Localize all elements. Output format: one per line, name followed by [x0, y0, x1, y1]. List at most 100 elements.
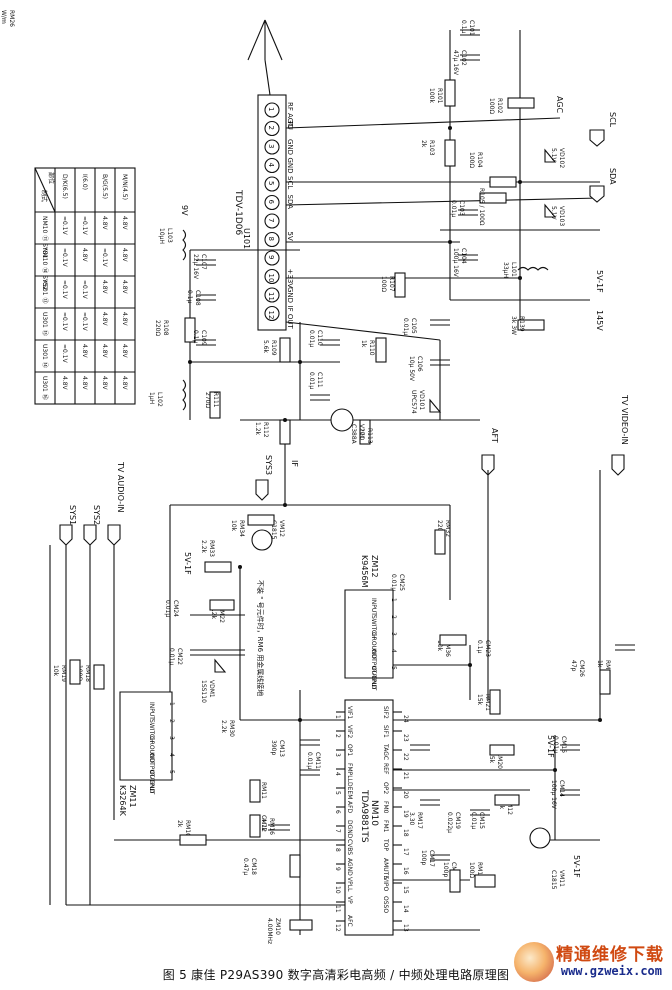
component-value: 0.1μ	[460, 20, 467, 34]
tuner-pin-number: 12	[267, 311, 275, 320]
watermark-url: www.gzweix.com	[560, 964, 662, 978]
table-cell: ≈0.1V	[81, 216, 88, 236]
ic-left-pin-number: 1	[334, 715, 341, 719]
component-ref: RM19	[60, 665, 67, 682]
component-value: 2.2k	[210, 606, 217, 620]
ic-right-pin-number: 24	[402, 715, 409, 723]
ic-right-pin-number: 15	[402, 886, 409, 894]
component-value: 5.1V	[550, 148, 557, 163]
component-ref: C111	[316, 372, 323, 388]
component-ref: R105 / 100Ω	[478, 188, 485, 226]
component-ref: CM11	[314, 752, 321, 769]
component-ref: RM21	[484, 694, 491, 711]
tuner-pin-number: 6	[267, 200, 275, 205]
component-ref: RM17	[416, 812, 423, 829]
tuner-pin-number: 5	[267, 181, 275, 185]
note: 不装 " 号元件时，RM6 用金属线接地	[256, 580, 265, 696]
table-cell: ≈0.1V	[81, 312, 88, 332]
zm11-ref: ZM11	[128, 785, 137, 808]
component-value: 0.01μ	[402, 318, 409, 335]
component-ref: RM14	[476, 862, 483, 879]
zm12-model: K9456M	[360, 555, 369, 588]
tuner-components	[182, 29, 557, 445]
saw-pin-number: 5	[168, 770, 175, 774]
tuner-pin-label: IF OUT	[286, 306, 294, 330]
zm11-model: K3264K	[118, 785, 127, 817]
ic-right-pin-number: 16	[402, 867, 409, 875]
component-value: 2.2k	[200, 540, 207, 554]
signal-agc: AGC	[555, 96, 564, 114]
component-ref: C106	[416, 356, 423, 372]
ic-right-pin-number: 13	[402, 924, 409, 932]
ic-right-pin-label: AMUTE	[382, 858, 389, 879]
table-cell: 4.8V	[81, 344, 88, 359]
component-value: 0.01μ	[308, 372, 315, 389]
ic-left-pin-number: 2	[334, 734, 341, 738]
component-ref: RM10	[184, 820, 191, 837]
component-value: 100p	[420, 850, 427, 865]
tuner-pin-number: 9	[267, 255, 275, 259]
component-value: 10k	[230, 520, 237, 532]
tuner-pin-label: SDA	[286, 195, 294, 210]
table-row-label: B/G(5.5)	[101, 174, 108, 199]
ic-left-pin-label: VP	[346, 896, 353, 904]
antenna	[247, 19, 283, 96]
component-value: 1SS110	[200, 680, 207, 703]
component-value: 15k	[488, 752, 495, 764]
table-cell: ≈0.1V	[61, 280, 68, 300]
signal-145v: 145V	[595, 310, 604, 331]
if-ic-model: TDA9881TS	[359, 789, 369, 843]
saw-pin-number: 4	[168, 753, 175, 757]
component-ref: RM26	[8, 10, 15, 27]
saw-pin-label: SWITCH	[370, 615, 377, 639]
component-value: 1.2k	[254, 422, 261, 436]
component-value: 5.6k	[262, 340, 269, 354]
component-value: 270Ω	[204, 392, 211, 408]
component-value: 390p	[270, 740, 277, 755]
component-ref: C107	[200, 254, 207, 270]
ic-right-pin-label: SIF2	[382, 706, 389, 719]
ic-right-pin-number: 22	[402, 753, 409, 761]
signal-9v: 9V	[180, 205, 189, 216]
tuner-pin-number: 3	[267, 144, 275, 148]
component-ref: RM16	[268, 818, 275, 835]
component-ref: CM14	[558, 780, 565, 797]
ic-left-pin-label: AFD	[346, 801, 353, 814]
ic-right-pin-number: 18	[402, 829, 409, 837]
component-ref: C103	[458, 200, 465, 216]
component-ref: V101	[358, 424, 365, 440]
table-cell: 4.8V	[121, 376, 128, 391]
component-ref: VD102	[558, 148, 565, 168]
component-value: 1k	[360, 340, 367, 348]
tuner-ref: U101	[242, 228, 251, 249]
ic-left-pin-label: FMPLL	[346, 763, 353, 783]
tuner-pin	[264, 102, 280, 118]
tuner-pin	[264, 139, 280, 155]
ic-right-pin-label: OP2	[382, 782, 389, 794]
component-value: 0.01μ	[308, 330, 315, 347]
saw-pin-number: 5	[390, 666, 397, 670]
saw-pin-label: INPUT	[148, 702, 155, 720]
table-column-header: U301 ⑭	[41, 344, 49, 368]
table-column-header: NM10 ⑭ SYS2	[41, 248, 49, 290]
component-ref: CM22	[176, 648, 183, 665]
ic-left-pin-number: 7	[334, 829, 341, 833]
ic-left-pin-label: VIF1	[346, 706, 353, 719]
if-ic-body	[344, 699, 394, 936]
table-cell: 4.8V	[121, 216, 128, 231]
component-ref: RM30	[228, 720, 235, 737]
component-ref: C108	[194, 290, 201, 306]
ic-right-pin-label: TOP	[382, 838, 389, 851]
ic-left-pin-label: DEEM	[346, 782, 353, 799]
ic-left-pin-number: 11	[334, 905, 341, 913]
component-ref: R139	[518, 316, 525, 332]
component-ref: VD103	[558, 206, 565, 226]
tuner-pin-label: GND	[286, 139, 294, 155]
signal-tv-video-in: TV VIDEO-IN	[620, 394, 629, 445]
component-value: 3.30	[408, 812, 415, 826]
tuner-pin	[264, 213, 280, 229]
component-ref: R102	[496, 98, 503, 114]
